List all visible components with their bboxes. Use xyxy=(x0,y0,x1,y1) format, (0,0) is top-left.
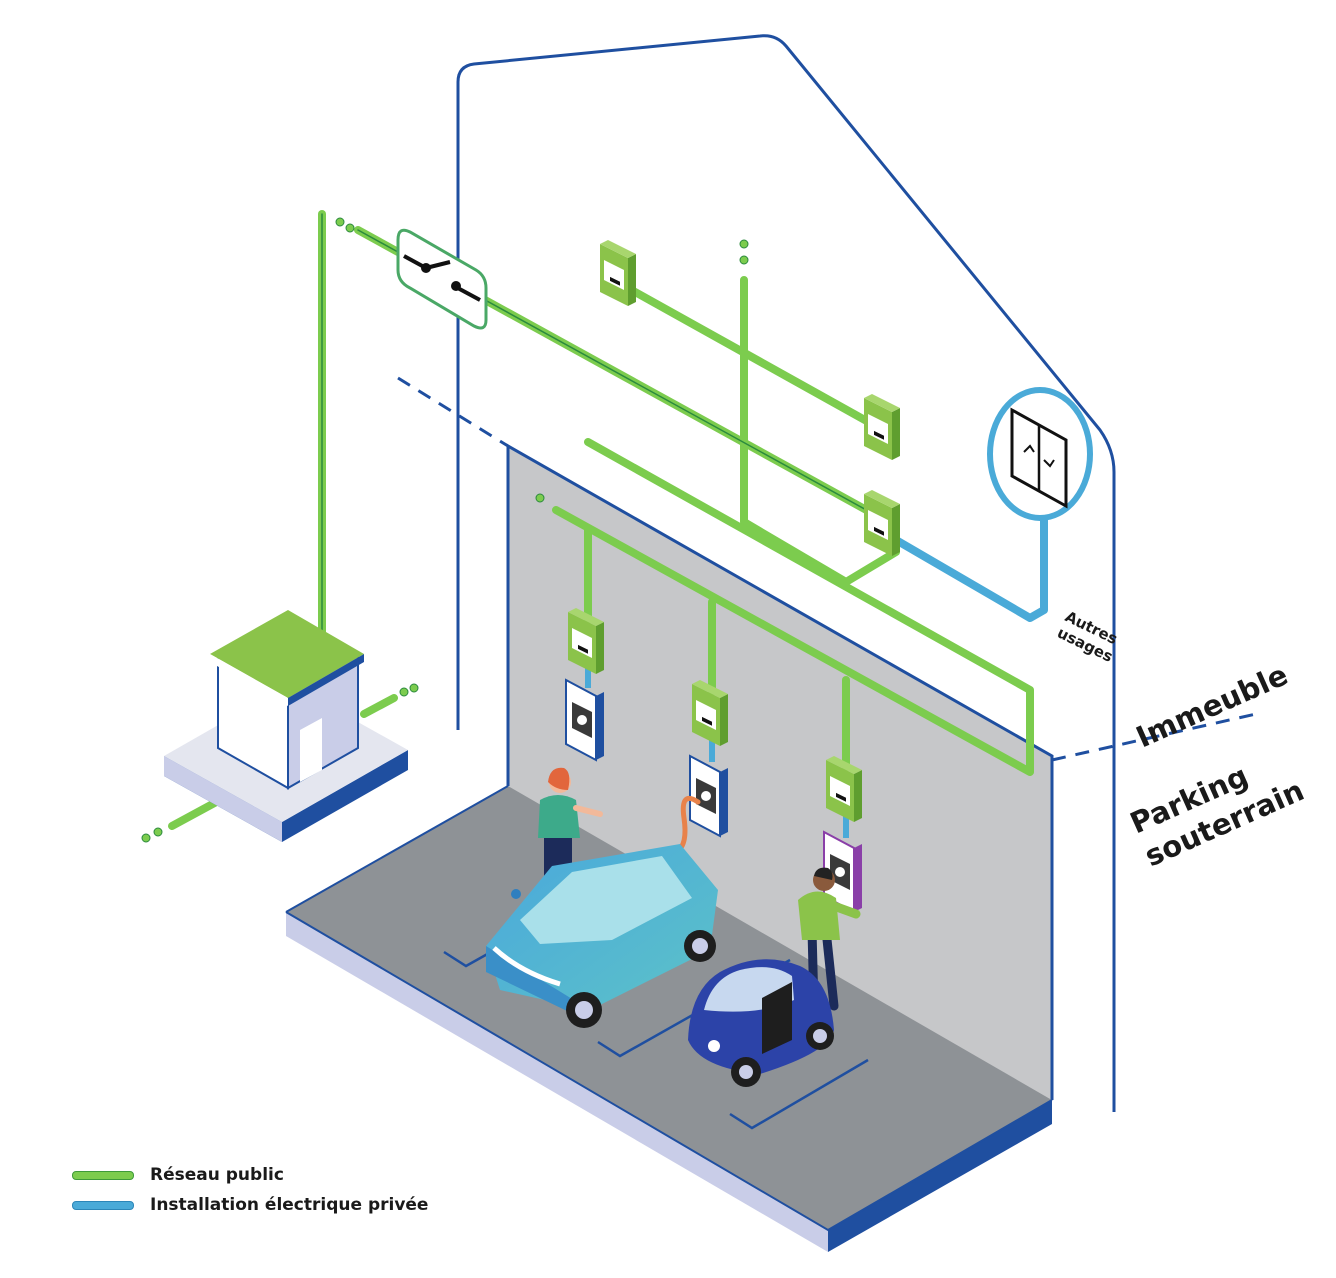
substation-icon xyxy=(164,610,408,842)
elevator-icon xyxy=(987,387,1093,521)
legend-label: Réseau public xyxy=(150,1165,284,1185)
label-immeuble: Immeuble xyxy=(1131,657,1293,754)
meter-icon xyxy=(568,240,900,822)
car-icon xyxy=(688,959,834,1087)
legend-swatch-private xyxy=(72,1200,134,1210)
private-links xyxy=(585,668,849,838)
legend-label: Installation électrique privée xyxy=(150,1195,429,1215)
parking-floor xyxy=(286,786,1052,1230)
building-outline xyxy=(456,34,1116,1112)
circuit-breaker-icon xyxy=(396,228,488,330)
legend-item-private: Installation électrique privée xyxy=(72,1190,428,1220)
legend: Réseau public Installation électrique pr… xyxy=(72,1160,428,1220)
parking-wall-edge xyxy=(506,443,1054,1100)
network-dots xyxy=(141,217,749,843)
charging-station-icon xyxy=(565,678,862,914)
label-parking-souterrain: Parking souterrain xyxy=(1125,740,1309,873)
parking-floor-front-edge xyxy=(285,911,1053,1232)
parking-back-wall xyxy=(508,446,1052,1100)
private-installation-line xyxy=(893,500,1048,622)
legend-item-public: Réseau public xyxy=(72,1160,428,1190)
car-icon xyxy=(486,844,718,1028)
parking-floor-edge xyxy=(285,785,509,913)
floor-divider-left xyxy=(397,376,509,448)
legend-swatch-public xyxy=(72,1170,134,1180)
parking-slab-left xyxy=(286,912,828,1252)
parking-slab-right xyxy=(828,1100,1052,1252)
floor-divider-right xyxy=(1051,712,1257,762)
